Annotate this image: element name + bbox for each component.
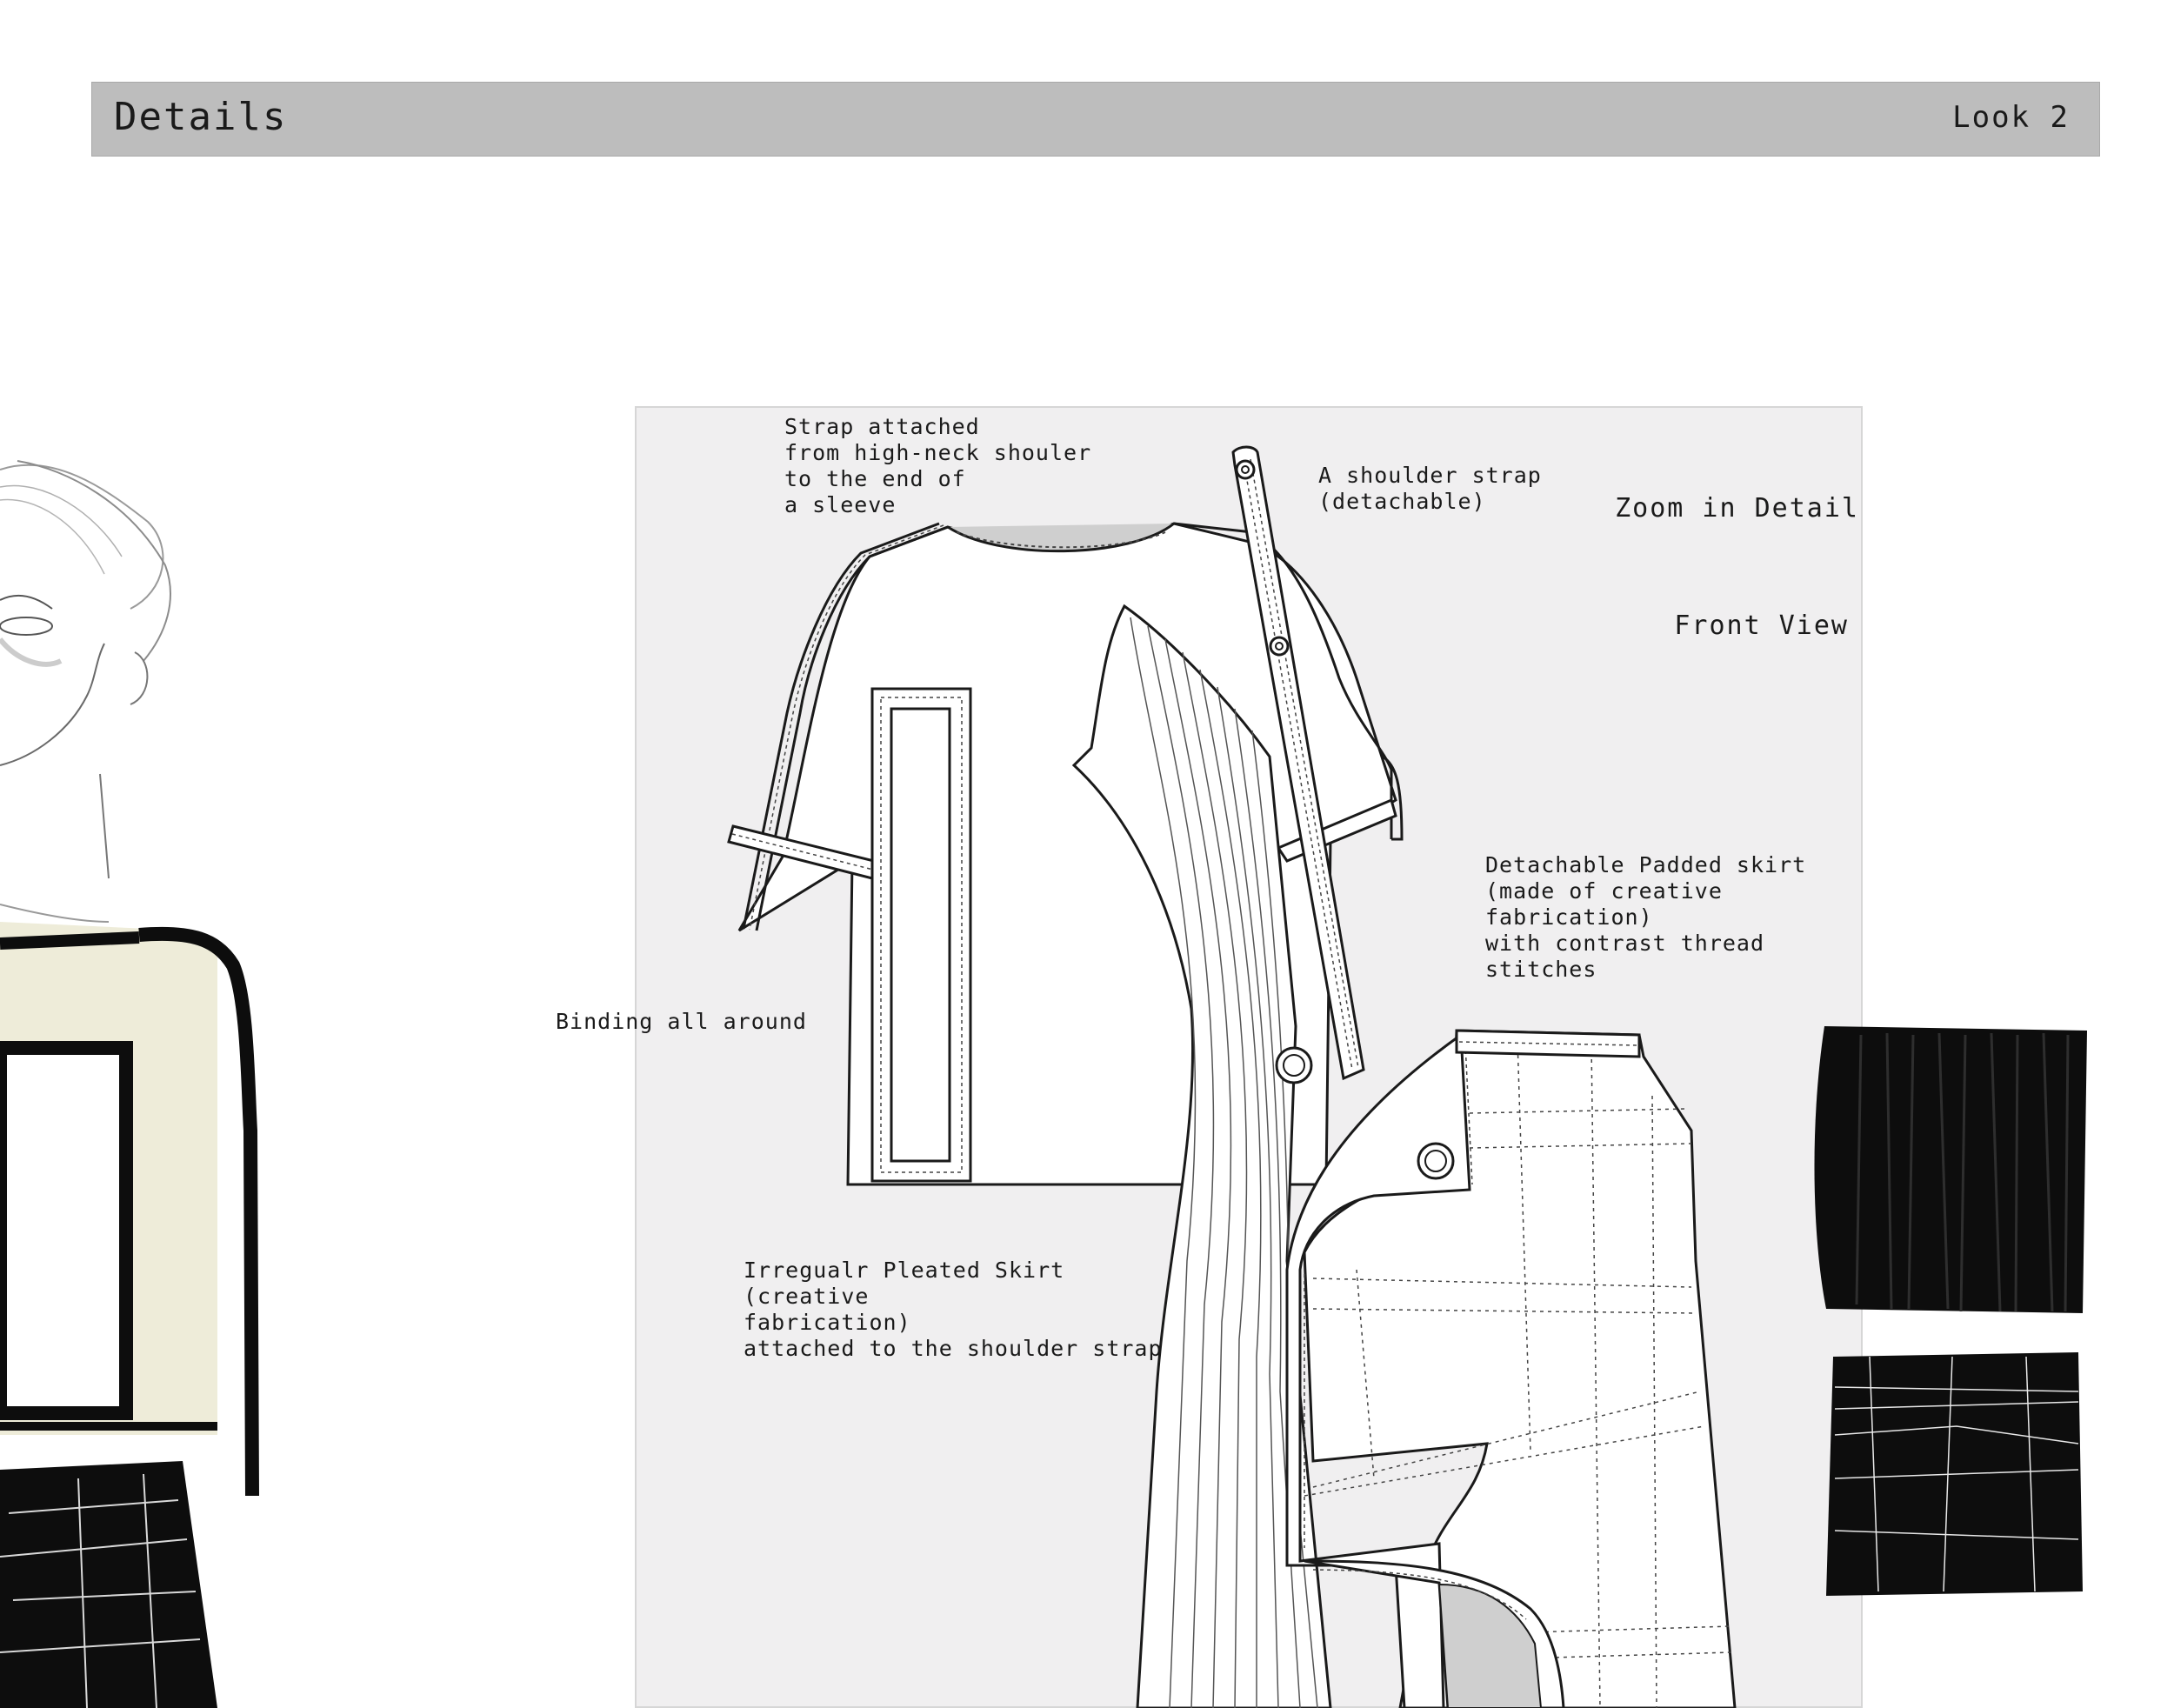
page-title: Details bbox=[114, 95, 288, 139]
look-label: Look 2 bbox=[1952, 100, 2070, 135]
header-bar: Details Look 2 bbox=[91, 82, 2100, 157]
annotation-pleated-skirt: Irregualr Pleated Skirt (creative fabric… bbox=[744, 1258, 1163, 1361]
fashion-illustration bbox=[0, 460, 259, 1708]
annotation-padded-skirt: Detachable Padded skirt (made of creativ… bbox=[1485, 852, 1807, 982]
annotation-shoulder-strap: A shoulder strap (detachable) bbox=[1318, 463, 1542, 514]
annotation-binding: Binding all around bbox=[556, 1009, 807, 1034]
panel-title: Zoom in Detail Front View bbox=[1615, 410, 1859, 684]
annotation-strap: Strap attached from high-neck shouler to… bbox=[784, 414, 1092, 517]
panel-title-line2: Front View bbox=[1674, 610, 1849, 641]
panel-title-line1: Zoom in Detail bbox=[1615, 493, 1859, 524]
